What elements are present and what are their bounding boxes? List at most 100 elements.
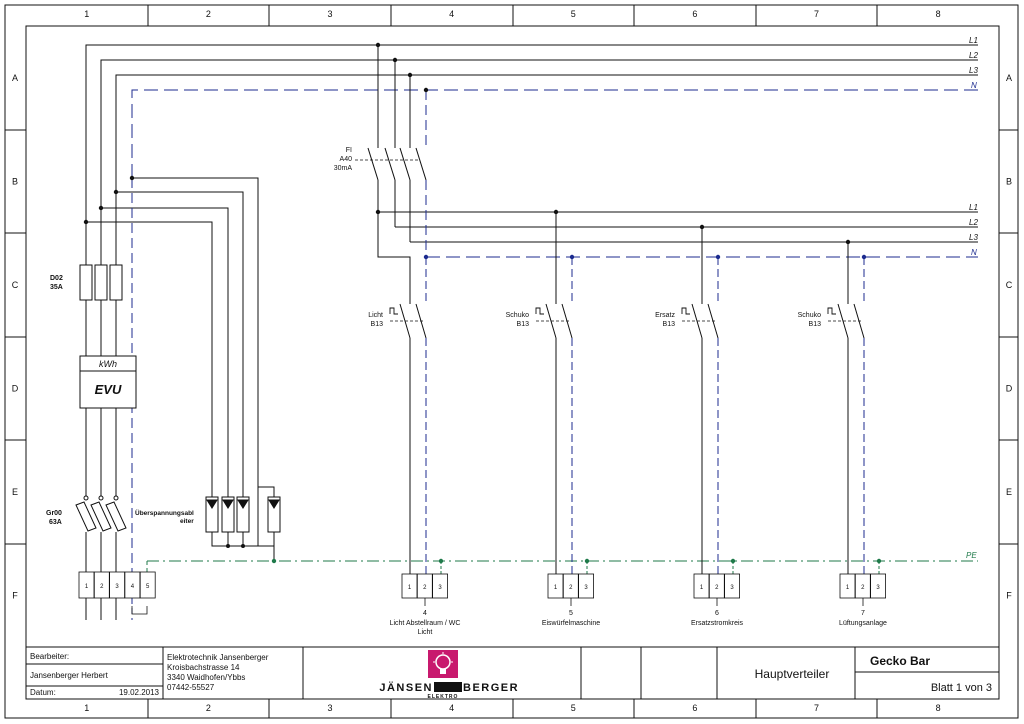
grid-col-label-4-top: 4: [449, 9, 454, 19]
breaker-name: Ersatz: [655, 312, 675, 319]
logo-text-right: BERGER: [463, 682, 519, 694]
main-terminal-label: 1: [85, 584, 89, 590]
company-logo: JÄNSEN BERGER ELEKTRO: [379, 650, 519, 700]
editor-name: Jansenberger Herbert: [30, 671, 109, 680]
date-label: Datum:: [30, 688, 56, 697]
drawing-title: Hauptverteiler: [755, 667, 830, 681]
bus-l1-upper: [85, 44, 978, 222]
logo-subtext: ELEKTRO: [428, 694, 459, 700]
surge-label-1: Überspannungsabl: [135, 508, 194, 517]
circuit-terminal-label: 3: [876, 585, 880, 591]
rcd-current: A40: [340, 156, 353, 163]
grid-row-label-E-left: E: [12, 487, 18, 497]
pe-junction-dot: [584, 558, 590, 564]
grid-col-label-1-bottom: 1: [84, 703, 89, 713]
company-line-3: 3340 Waidhofen/Ybbs: [167, 673, 245, 682]
grid-row-label-A-right: A: [1006, 73, 1012, 83]
circuit-terminal-label: 1: [700, 585, 704, 591]
terminal-4-5-bridge: [131, 606, 148, 615]
rcd-sensitivity: 30mA: [334, 165, 353, 172]
bus-label-l2: L2: [969, 51, 978, 60]
main-fuses-d02: [79, 264, 123, 301]
breaker-name: Schuko: [506, 312, 529, 319]
grid-row-label-D-right: D: [1006, 383, 1013, 393]
circuit-terminal: [870, 573, 886, 599]
grid-row-label-F-left: F: [12, 590, 18, 600]
rcd-wires: [367, 45, 427, 304]
thermal-trip-icon: [535, 307, 544, 315]
grid-col-label-4-bottom: 4: [449, 703, 454, 713]
circuit-terminal-label: 3: [730, 585, 734, 591]
company-line-2: Kroisbachstrasse 14: [167, 663, 240, 672]
company-line-4: 07442-55527: [167, 683, 215, 692]
grid-row-label-C-left: C: [12, 280, 19, 290]
grid-col-label-5-top: 5: [571, 9, 576, 19]
bus-label-l3-lower: L3: [969, 233, 978, 242]
project-name: Gecko Bar: [870, 654, 930, 668]
logo-text-left: JÄNSEN: [379, 681, 433, 694]
grid-row-label-E-right: E: [1006, 487, 1012, 497]
circuit-terminal: [578, 573, 594, 599]
breaker-rating: B13: [663, 321, 676, 328]
grid-col-label-5-bottom: 5: [571, 703, 576, 713]
circuit-label-secondary: Licht: [418, 629, 433, 636]
energy-meter: kWh EVU: [79, 355, 137, 409]
thermal-trip-icon: [681, 307, 690, 315]
circuit-label: Ersatzstromkreis: [691, 620, 744, 627]
junction-dot: [699, 224, 705, 230]
gr-fuse-type: Gr00: [46, 510, 62, 517]
breaker-name: Schuko: [798, 312, 821, 319]
surge-label-2: eiter: [180, 518, 194, 525]
junction-dots: [83, 42, 429, 564]
breaker-rating: B13: [809, 321, 822, 328]
date-value: 19.02.2013: [119, 688, 160, 697]
feed-wires: [85, 177, 259, 620]
circuit-terminal-label: 2: [861, 585, 865, 591]
meter-unit: kWh: [99, 359, 117, 369]
circuit-terminal-label: 1: [554, 585, 558, 591]
circuit-terminal: [432, 573, 449, 599]
circuit-number: 5: [569, 610, 573, 617]
company-line-1: Elektrotechnik Jansenberger: [167, 653, 269, 662]
grid-col-label-7-bottom: 7: [814, 703, 819, 713]
bus-l2-upper: [100, 59, 978, 208]
breaker-rating: B13: [517, 321, 530, 328]
circuit-terminal: [724, 573, 740, 599]
circuit-label: Licht Abstellraum / WC: [390, 620, 461, 627]
circuit-label: Lüftungsanlage: [839, 620, 887, 627]
main-terminal-label: 5: [146, 584, 150, 590]
meter-name: EVU: [95, 382, 122, 397]
main-fuse-rating: 35A: [50, 284, 63, 291]
circuit-terminal-label: 1: [408, 585, 412, 591]
gr-fuse-rating: 63A: [49, 519, 62, 526]
grid-col-label-2-bottom: 2: [206, 703, 211, 713]
grid-col-label-7-top: 7: [814, 9, 819, 19]
grid-row-label-C-right: C: [1006, 280, 1013, 290]
bus-label-n-lower: N: [971, 248, 977, 257]
circuit-terminal-label: 1: [846, 585, 850, 591]
thermal-trip-icon: [389, 307, 398, 315]
bus-label-n: N: [971, 81, 977, 90]
circuit-number: 7: [861, 610, 865, 617]
junction-dot: [553, 209, 559, 215]
title-block: [25, 646, 1000, 700]
breaker-name: Licht: [368, 312, 383, 319]
bus-l3-upper: [115, 74, 978, 192]
grid-row-label-A-left: A: [12, 73, 18, 83]
upper-busbars: [85, 44, 978, 222]
bus-label-l1: L1: [969, 36, 978, 45]
fuse-switch-gr00: [75, 495, 127, 532]
pe-junction-dot: [730, 558, 736, 564]
main-terminal-label: 2: [100, 584, 104, 590]
grid-col-label-6-bottom: 6: [692, 703, 697, 713]
circuit-terminal-label: 3: [438, 585, 442, 591]
grid-col-label-3-top: 3: [328, 9, 333, 19]
bus-label-l1-lower: L1: [969, 203, 978, 212]
circuit-terminal-label: 2: [715, 585, 719, 591]
grid-col-label-6-top: 6: [692, 9, 697, 19]
